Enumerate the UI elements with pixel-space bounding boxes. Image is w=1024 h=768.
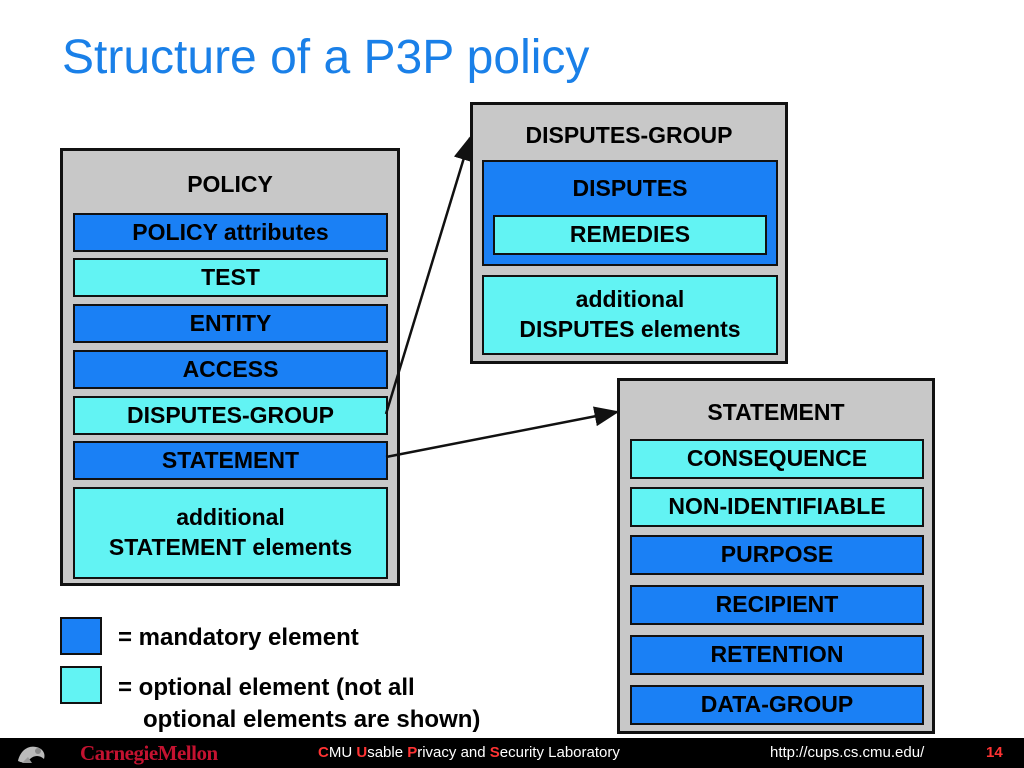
policy-panel-title: POLICY <box>187 171 273 197</box>
cmu-crest-icon <box>18 746 45 763</box>
statement-panel: STATEMENT CONSEQUENCE NON-IDENTIFIABLE P… <box>617 378 935 734</box>
remedies-box: REMEDIES <box>493 215 767 255</box>
additional-disputes-elements-box: additional DISPUTES elements <box>482 275 778 355</box>
lab-letter-p: P <box>407 744 418 761</box>
entity-box: ENTITY <box>73 304 388 343</box>
test-box: TEST <box>73 258 388 297</box>
disputes-group-panel: DISPUTES-GROUP DISPUTES REMEDIES additio… <box>470 102 788 364</box>
consequence-box: CONSEQUENCE <box>630 439 924 479</box>
cmu-logo: CarnegieMellon <box>80 741 218 765</box>
legend-optional-swatch <box>60 666 102 704</box>
arrow-to-statement <box>385 406 620 459</box>
statement-box: STATEMENT <box>73 441 388 480</box>
lab-text-sable: sable <box>367 744 408 761</box>
retention-box: RETENTION <box>630 635 924 675</box>
legend-optional-text-line1: = optional element (not all <box>118 674 415 701</box>
disputes-label: DISPUTES <box>572 175 688 201</box>
arrow-to-disputes-group <box>384 135 474 415</box>
lab-text-mu: MU <box>328 744 357 761</box>
policy-panel: POLICY POLICY attributes TEST ENTITY ACC… <box>60 148 400 586</box>
purpose-box: PURPOSE <box>630 535 924 575</box>
policy-attributes-box: POLICY attributes <box>73 213 388 252</box>
lab-letter-s: S <box>489 744 500 761</box>
lab-text-rivacy: rivacy and <box>417 744 490 761</box>
additional-statement-elements-box: additional STATEMENT elements <box>73 487 388 579</box>
non-identifiable-box: NON-IDENTIFIABLE <box>630 487 924 527</box>
data-group-box: DATA-GROUP <box>630 685 924 725</box>
lab-text-ecurity: ecurity Laboratory <box>499 744 620 761</box>
page-title: Structure of a P3P policy <box>62 31 590 84</box>
legend-mandatory-swatch <box>60 617 102 655</box>
disputes-group-box: DISPUTES-GROUP <box>73 396 388 435</box>
footer-bar: CarnegieMellon CMU Usable Privacy and Se… <box>0 738 1024 768</box>
page-number: 14 <box>986 744 1003 761</box>
disputes-group-panel-title: DISPUTES-GROUP <box>525 122 733 148</box>
legend-mandatory-text: = mandatory element <box>118 624 359 651</box>
lab-letter-u: U <box>356 744 368 761</box>
legend-optional-text-line2: optional elements are shown) <box>143 706 481 733</box>
access-box: ACCESS <box>73 350 388 389</box>
lab-name: CMU Usable Privacy and Security Laborato… <box>318 744 620 761</box>
lab-letter-c: C <box>318 744 329 761</box>
recipient-box: RECIPIENT <box>630 585 924 625</box>
statement-panel-title: STATEMENT <box>707 399 845 425</box>
footer-url[interactable]: http://cups.cs.cmu.edu/ <box>770 744 925 761</box>
